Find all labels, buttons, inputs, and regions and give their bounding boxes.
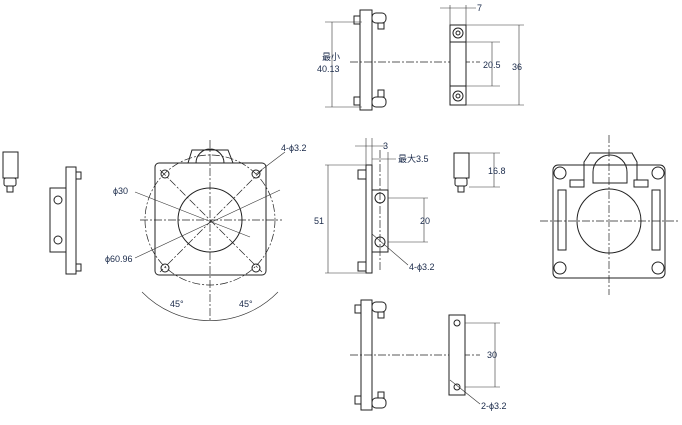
pitch-30: 30 <box>487 350 497 360</box>
bottom-view <box>350 299 500 411</box>
top-plate <box>440 5 524 106</box>
top-bracket-side <box>325 9 480 111</box>
angle-right: 45° <box>239 299 253 309</box>
angle-left: 45° <box>170 299 184 309</box>
holes-2-phi-3-2: 2-ϕ3.2 <box>481 401 507 411</box>
min-label: 最小 <box>322 52 340 62</box>
height-16-8: 16.8 <box>488 166 506 176</box>
pitch-20-5: 20.5 <box>483 60 501 70</box>
holes-4-phi-3-2-side: 4-ϕ3.2 <box>409 262 435 272</box>
gap-7: 7 <box>477 3 482 13</box>
holes-4-phi-3-2-front: 4-ϕ3.2 <box>281 143 307 153</box>
inner-dia-30: ϕ30 <box>113 186 128 196</box>
pitch-20: 20 <box>420 216 430 226</box>
height-36: 36 <box>512 62 522 72</box>
side-view <box>325 138 428 274</box>
max-3-5: 最大3.5 <box>398 153 429 164</box>
height-51: 51 <box>314 216 324 226</box>
left-parts <box>2 151 82 275</box>
front-view <box>134 140 286 322</box>
rear-view <box>540 135 680 295</box>
small-part <box>453 152 500 193</box>
min-value: 40.13 <box>317 64 340 74</box>
thickness-3: 3 <box>383 141 388 151</box>
pcd-60-96: ϕ60.96 <box>105 254 133 264</box>
